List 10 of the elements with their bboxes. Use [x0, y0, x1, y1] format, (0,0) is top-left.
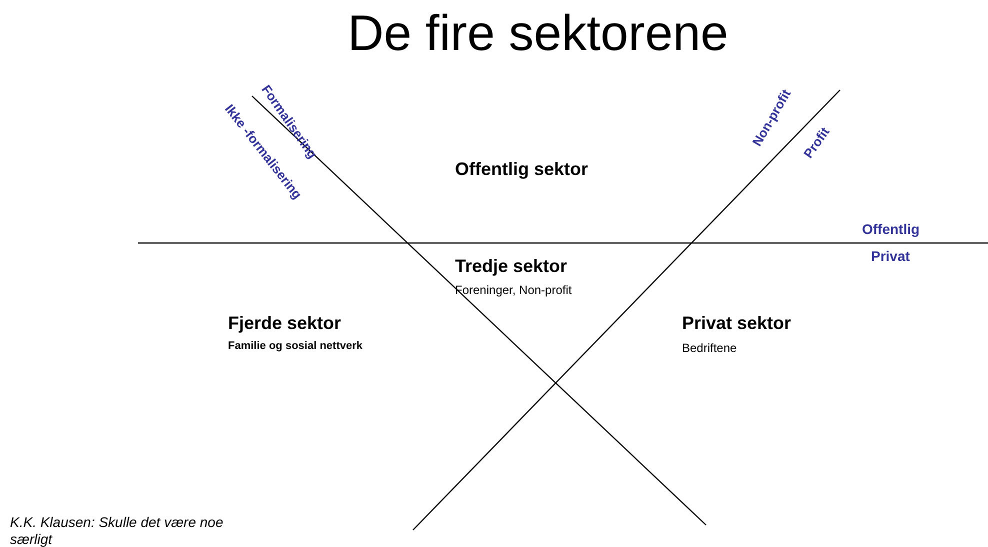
sector-heading: Fjerde sektor	[228, 312, 342, 334]
sector-heading: Offentlig sektor	[455, 158, 588, 180]
sector-description: Familie og sosial nettverk	[228, 340, 362, 354]
axis-label: Offentlig	[862, 221, 920, 238]
axis-label: Privat	[871, 248, 910, 266]
title: De fire sektorene	[348, 4, 728, 63]
sector-description: Bedriftene	[682, 341, 737, 356]
sector-heading: Tredje sektor	[455, 255, 568, 278]
caption: K.K. Klausen: Skulle det være noe særligt	[10, 514, 224, 547]
sector-heading: Privat sektor	[682, 312, 792, 334]
